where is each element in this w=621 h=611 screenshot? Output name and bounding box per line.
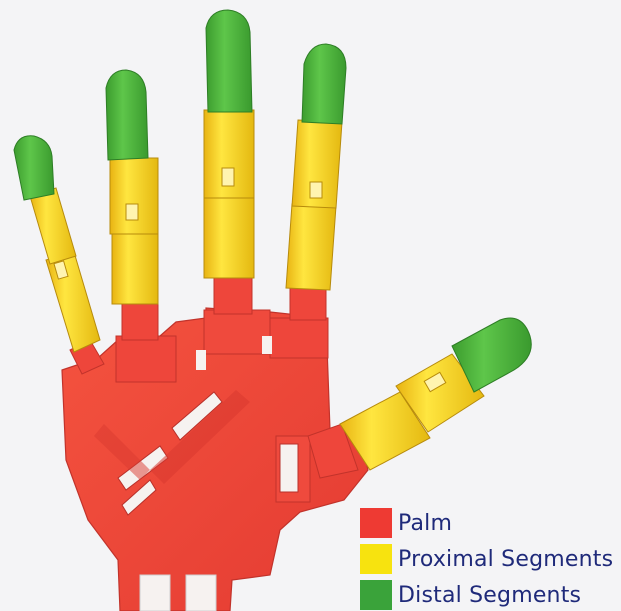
legend: Palm Proximal Segments Distal Segments	[360, 508, 613, 610]
palm-knuckle-ring	[270, 318, 328, 358]
pinky-distal-segment	[14, 136, 54, 200]
ring-proximal-segment	[112, 232, 158, 304]
palm-slot	[262, 336, 272, 354]
ring-base-link	[122, 300, 158, 340]
index-joint-slot	[310, 182, 322, 198]
middle-proximal-segment	[204, 196, 254, 278]
middle-distal-segment	[206, 10, 252, 112]
legend-label-palm: Palm	[398, 511, 452, 536]
wrist-tab	[186, 575, 216, 611]
finger-thumb	[308, 318, 531, 478]
finger-index	[286, 44, 346, 320]
pinky-proximal-segment	[30, 188, 76, 264]
index-proximal-segment	[286, 204, 336, 290]
pinky-proximal-segment	[46, 252, 100, 352]
legend-label-distal: Distal Segments	[398, 583, 581, 608]
legend-swatch-distal	[360, 580, 392, 610]
ring-distal-segment	[106, 70, 148, 160]
finger-ring	[106, 70, 158, 340]
legend-item-palm: Palm	[360, 508, 613, 538]
palm-slot	[280, 444, 298, 492]
ring-proximal-segment	[110, 158, 158, 234]
middle-joint-slot	[222, 168, 234, 186]
finger-pinky	[14, 136, 104, 374]
wrist-tab	[140, 575, 170, 611]
middle-base-link	[214, 274, 252, 314]
legend-label-proximal: Proximal Segments	[398, 547, 613, 572]
palm-knuckle-middle	[204, 310, 270, 354]
palm-slot	[196, 350, 206, 370]
legend-swatch-proximal	[360, 544, 392, 574]
legend-item-proximal: Proximal Segments	[360, 544, 613, 574]
palm-knuckle-index	[116, 336, 176, 382]
legend-item-distal: Distal Segments	[360, 580, 613, 610]
finger-middle	[204, 10, 254, 314]
ring-joint-slot	[126, 204, 138, 220]
index-distal-segment	[302, 44, 346, 124]
legend-swatch-palm	[360, 508, 392, 538]
